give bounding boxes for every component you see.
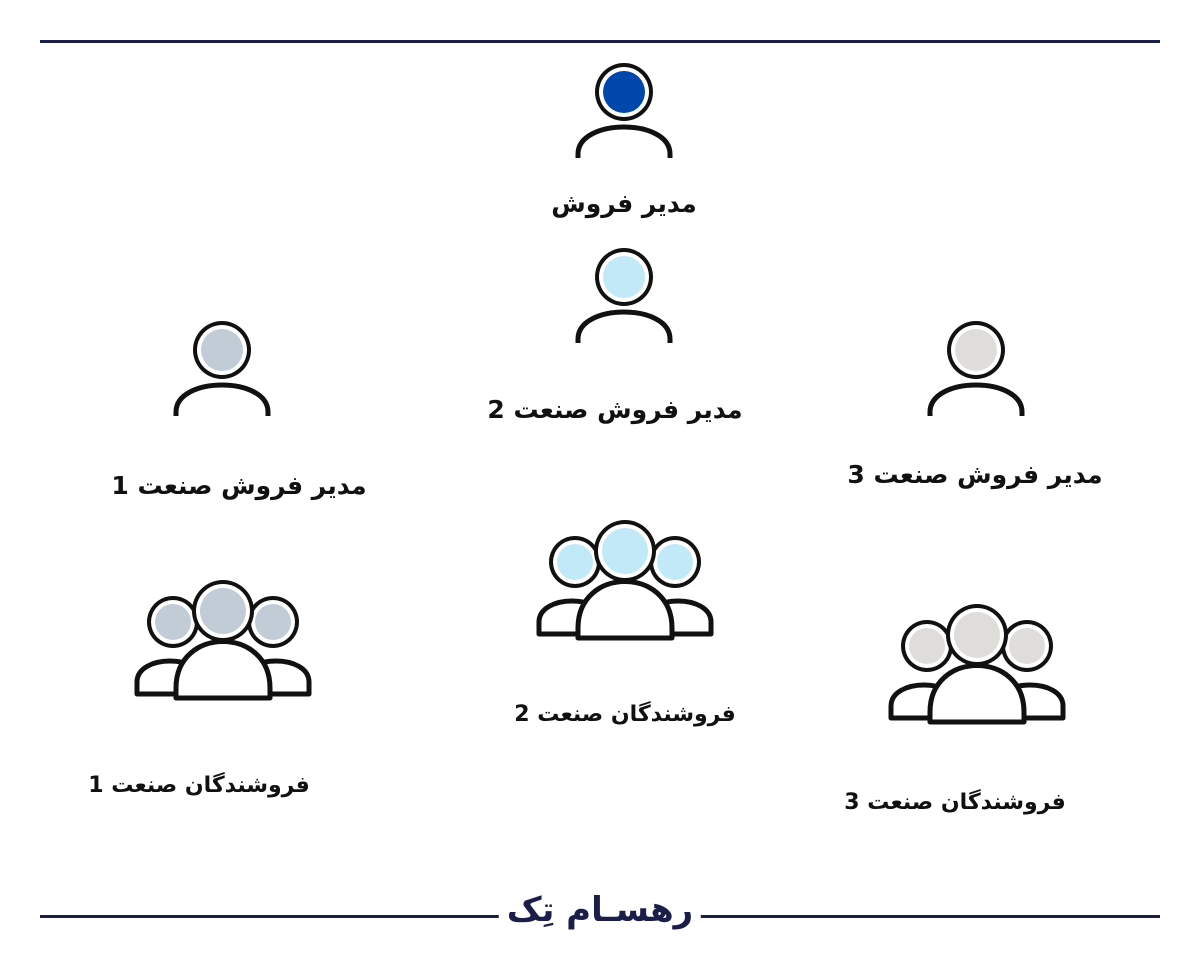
bottom-divider-right (690, 915, 1160, 918)
industry2-sellers-label: فروشندگان صنعت 2 (514, 702, 736, 727)
person-icon (173, 321, 271, 416)
brand-logo: رهسـام تِک (498, 890, 702, 930)
group-icon (536, 520, 714, 641)
industry3-manager-label: مدیر فروش صنعت 3 (847, 460, 1103, 489)
industry2-manager-label: مدیر فروش صنعت 2 (487, 395, 743, 424)
group-icon (134, 580, 312, 701)
industry1-manager-label: مدیر فروش صنعت 1 (111, 471, 367, 500)
industry3-sellers-label: فروشندگان صنعت 3 (844, 790, 1066, 815)
person-icon (927, 321, 1025, 416)
sales-manager-label: مدیر فروش (551, 189, 697, 218)
top-divider (40, 40, 1160, 43)
person-icon (575, 248, 673, 343)
industry1-sellers-label: فروشندگان صنعت 1 (88, 773, 310, 798)
person-icon (575, 63, 673, 158)
bottom-divider-left (40, 915, 510, 918)
group-icon (888, 604, 1066, 725)
